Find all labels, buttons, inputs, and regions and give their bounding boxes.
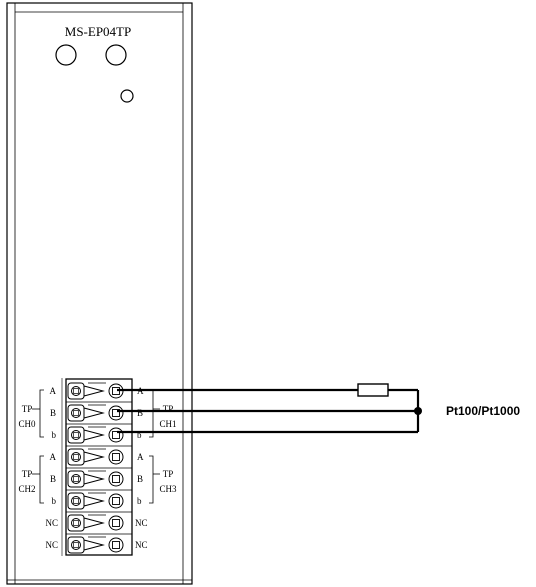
terminal-screw-head-7 xyxy=(112,519,120,527)
left-terminal-label-6: b xyxy=(52,496,57,506)
terminal-release-lever-8 xyxy=(67,536,85,554)
right-terminal-label-7: NC xyxy=(135,518,148,528)
right-channel-1-name: CH1 xyxy=(159,419,176,429)
left-channel-0-prefix: TP xyxy=(22,404,33,414)
terminal-clamp-1 xyxy=(83,385,105,397)
housing-outline xyxy=(6,2,193,585)
terminal-screw-head-3 xyxy=(112,431,120,439)
terminal-screw-head-6 xyxy=(112,497,120,505)
terminal-screw-3 xyxy=(108,427,124,443)
terminal-screw-2 xyxy=(108,405,124,421)
right-channel-3-prefix: TP xyxy=(163,469,174,479)
module-model-label: MS-EP04TP xyxy=(65,24,131,39)
terminal-clamp-5 xyxy=(83,473,105,485)
terminal-screw-head-5 xyxy=(112,475,120,483)
left-channel-2-prefix: TP xyxy=(22,469,33,479)
left-bracket-ch2 xyxy=(39,455,44,504)
terminal-release-hole-6 xyxy=(71,496,81,506)
terminal-release-lever-5 xyxy=(67,470,85,488)
terminal-screw-head-8 xyxy=(112,541,120,549)
right-terminal-label-2: B xyxy=(137,408,143,418)
terminal-screw-8 xyxy=(108,537,124,553)
right-bracket-ch3 xyxy=(149,455,154,504)
terminal-screw-head-2 xyxy=(112,409,120,417)
terminal-screw-4 xyxy=(108,449,124,465)
terminal-release-hole-4 xyxy=(71,452,81,462)
terminal-clamp-7 xyxy=(83,517,105,529)
terminal-release-slot-4 xyxy=(73,454,79,460)
terminal-screw-7 xyxy=(108,515,124,531)
terminal-release-lever-7 xyxy=(67,514,85,532)
terminal-clamp-8 xyxy=(83,539,105,551)
terminal-release-lever-2 xyxy=(67,404,85,422)
terminal-release-slot-8 xyxy=(73,542,79,548)
left-channel-2-name: CH2 xyxy=(18,484,35,494)
left-terminal-label-3: b xyxy=(52,430,57,440)
rtd-resistor-icon xyxy=(357,383,389,397)
terminal-release-hole-2 xyxy=(71,408,81,418)
right-terminal-label-4: A xyxy=(137,452,144,462)
terminal-release-lever-3 xyxy=(67,426,85,444)
junction-dot xyxy=(414,407,422,415)
right-terminal-label-8: NC xyxy=(135,540,148,550)
indicator-led xyxy=(120,89,134,103)
left-terminal-label-4: A xyxy=(50,452,57,462)
terminal-block xyxy=(65,378,133,556)
terminal-release-hole-3 xyxy=(71,430,81,440)
terminal-clamp-4 xyxy=(83,451,105,463)
sensor-wiring xyxy=(117,388,420,434)
terminal-release-hole-8 xyxy=(71,540,81,550)
left-bracket-ch0 xyxy=(39,389,44,438)
right-bracket-ch1 xyxy=(149,389,154,438)
terminal-release-hole-7 xyxy=(71,518,81,528)
right-channel-3-name: CH3 xyxy=(159,484,177,494)
terminal-clamp-2 xyxy=(83,407,105,419)
terminal-release-slot-5 xyxy=(73,476,79,482)
status-led-right xyxy=(105,44,127,66)
left-channel-0-name: CH0 xyxy=(18,419,36,429)
terminal-release-slot-7 xyxy=(73,520,79,526)
terminal-release-slot-2 xyxy=(73,410,79,416)
terminal-release-hole-5 xyxy=(71,474,81,484)
terminal-clamp-6 xyxy=(83,495,105,507)
left-terminal-label-2: B xyxy=(50,408,56,418)
module-housing xyxy=(6,2,193,585)
right-channel-1-prefix: TP xyxy=(163,404,174,414)
sensor-label: Pt100/Pt1000 xyxy=(446,404,520,418)
right-terminal-label-5: B xyxy=(137,474,143,484)
right-terminal-label-6: b xyxy=(137,496,142,506)
status-led-left xyxy=(55,44,77,66)
terminal-release-lever-6 xyxy=(67,492,85,510)
terminal-clamp-3 xyxy=(83,429,105,441)
terminal-screw-head-4 xyxy=(112,453,120,461)
terminal-screw-6 xyxy=(108,493,124,509)
terminal-screw-5 xyxy=(108,471,124,487)
terminal-release-hole-1 xyxy=(71,386,81,396)
left-terminal-label-7: NC xyxy=(45,518,58,528)
terminal-release-lever-4 xyxy=(67,448,85,466)
left-terminal-label-5: B xyxy=(50,474,56,484)
right-terminal-label-3: b xyxy=(137,430,142,440)
terminal-release-slot-1 xyxy=(73,388,79,394)
terminal-block-outline xyxy=(65,378,133,556)
terminal-release-slot-3 xyxy=(73,432,79,438)
left-terminal-label-8: NC xyxy=(45,540,58,550)
terminal-release-lever-1 xyxy=(67,382,85,400)
left-terminal-label-1: A xyxy=(50,386,57,396)
terminal-release-slot-6 xyxy=(73,498,79,504)
